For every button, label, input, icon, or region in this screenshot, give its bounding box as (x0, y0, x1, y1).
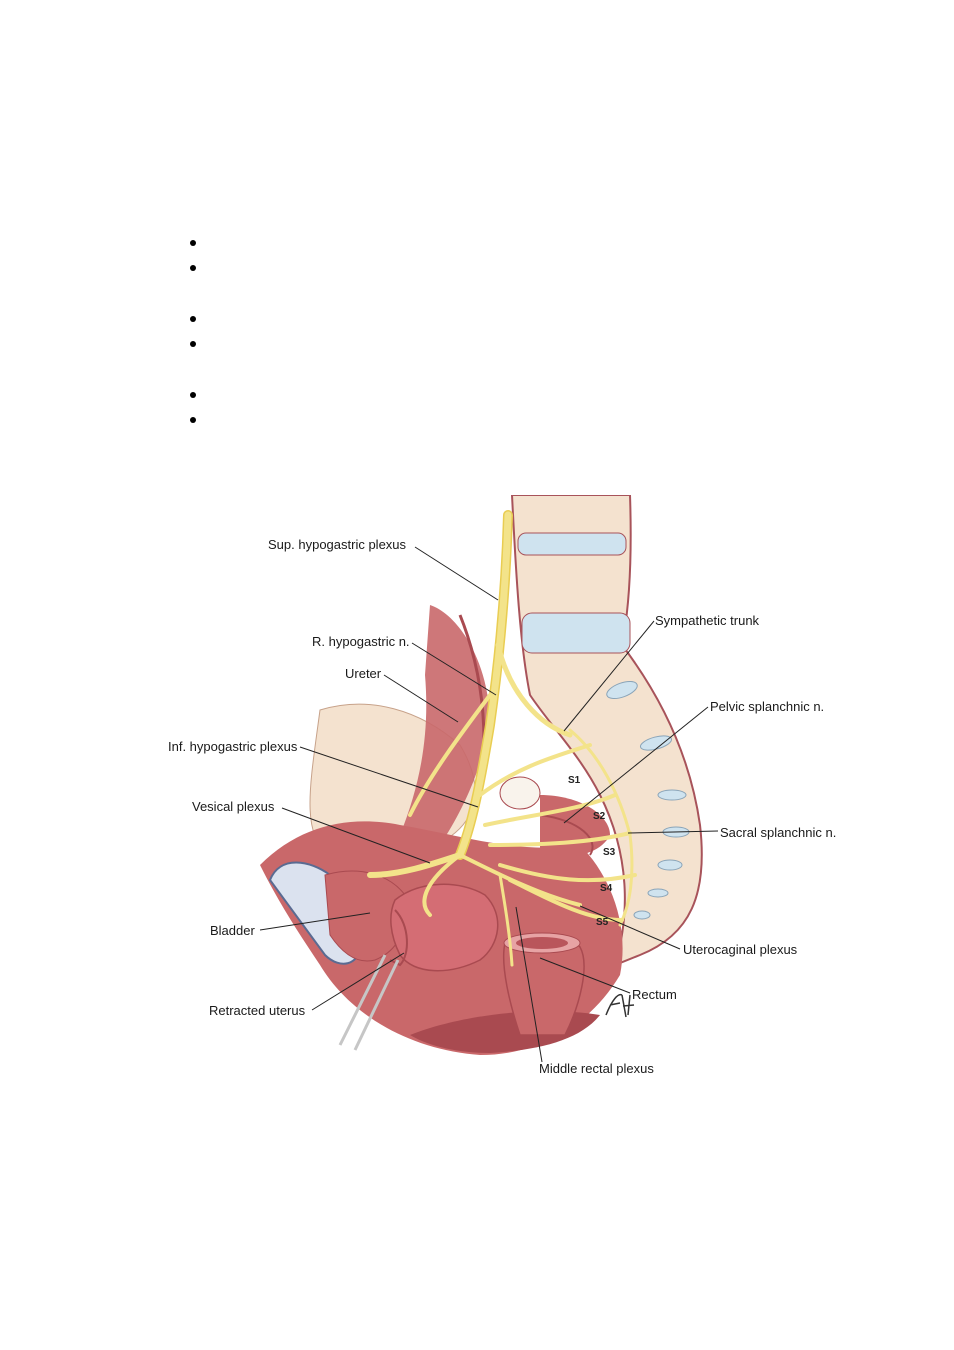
segment-s3: S3 (603, 847, 616, 858)
label-sup-hypogastric-plexus: Sup. hypogastric plexus (268, 537, 407, 552)
label-retracted-uterus: Retracted uterus (209, 1003, 306, 1018)
label-pelvic-splanchnic-n: Pelvic splanchnic n. (710, 699, 825, 714)
bullet-point (190, 240, 196, 246)
segment-s4: S4 (600, 883, 613, 894)
label-uterocaginal-plexus: Uterocaginal plexus (683, 942, 798, 957)
nerve-network (367, 510, 637, 967)
label-sympathetic-trunk: Sympathetic trunk (655, 613, 760, 628)
pelvic-nerve-illustration: S1 S2 S3 S4 S5 Sup. hypogastric ple (160, 495, 860, 1085)
segment-s5: S5 (596, 917, 609, 928)
uterus-shape (338, 883, 499, 1051)
label-rectum: Rectum (632, 987, 677, 1002)
sacral-segment-labels: S1 S2 S3 S4 S5 (568, 775, 616, 928)
artist-signature (605, 993, 635, 1018)
bullet-point (190, 341, 196, 347)
anatomy-drawing: S1 S2 S3 S4 S5 (259, 495, 719, 1063)
bladder-shape (268, 861, 407, 965)
label-r-hypogastric-n: R. hypogastric n. (312, 634, 410, 649)
leader-lines (259, 546, 719, 1063)
bullet-point (190, 316, 196, 322)
label-sacral-splanchnic-n: Sacral splanchnic n. (720, 825, 837, 840)
label-middle-rectal-plexus: Middle rectal plexus (539, 1061, 654, 1076)
rectum-shape (502, 932, 585, 1036)
bullet-point (190, 265, 196, 271)
label-ureter: Ureter (345, 666, 382, 681)
segment-s1: S1 (568, 775, 581, 786)
sacrum-and-spine (510, 495, 703, 967)
label-vesical-plexus: Vesical plexus (192, 799, 275, 814)
label-inf-hypogastric-plexus: Inf. hypogastric plexus (168, 739, 298, 754)
bullet-point (190, 392, 196, 398)
segment-s2: S2 (593, 811, 606, 822)
label-bladder: Bladder (210, 923, 255, 938)
bullet-point (190, 417, 196, 423)
